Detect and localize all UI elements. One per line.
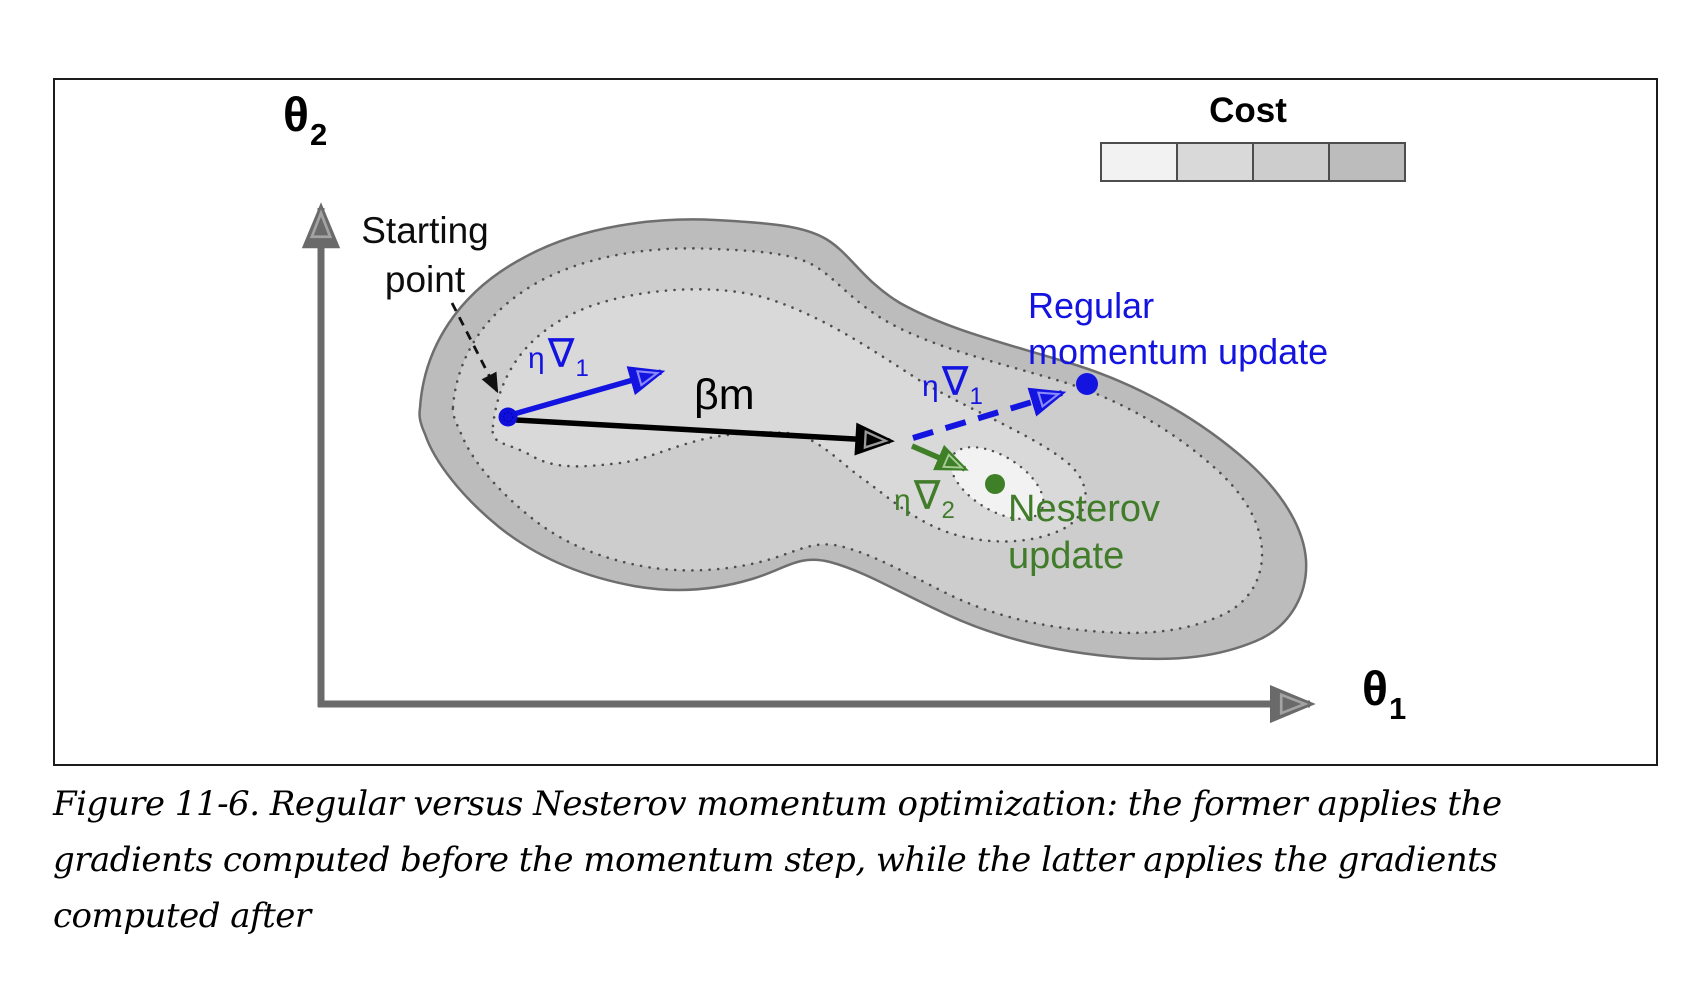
cost-swatch-1 (1102, 144, 1176, 180)
figure-caption-line1: Figure 11-6. Regular versus Nesterov mom… (53, 784, 1502, 824)
figure-frame (53, 78, 1658, 766)
cost-legend-title: Cost (1209, 91, 1287, 130)
cost-swatch-4 (1328, 144, 1404, 180)
starting-point-line2: point (384, 259, 466, 300)
cost-legend (1100, 142, 1406, 182)
nesterov-update-line2: update (1008, 535, 1125, 577)
starting-point-label: Starting point (340, 206, 510, 304)
y-axis-label: θ2 (283, 89, 328, 152)
nesterov-update-label: Nesterov update (1008, 486, 1160, 580)
figure-caption-line3: computed after (53, 896, 311, 936)
nesterov-update-line1: Nesterov (1008, 488, 1161, 530)
cost-swatch-3 (1252, 144, 1328, 180)
x-axis-label: θ1 (1362, 663, 1407, 726)
regular-momentum-label: Regular momentum update (1028, 283, 1328, 375)
cost-swatch-2 (1176, 144, 1252, 180)
beta-m-label: βm (694, 371, 755, 419)
regular-momentum-line2: momentum update (1028, 331, 1329, 372)
eta-grad2-label: η∇2 (894, 473, 955, 524)
regular-momentum-line1: Regular (1028, 285, 1155, 326)
figure-caption-line2: gradients computed before the momentum s… (53, 840, 1498, 880)
starting-point-line1: Starting (361, 210, 489, 251)
eta-grad1-label: η∇1 (528, 331, 589, 382)
eta-grad1-dashed-label: η∇1 (922, 359, 983, 410)
